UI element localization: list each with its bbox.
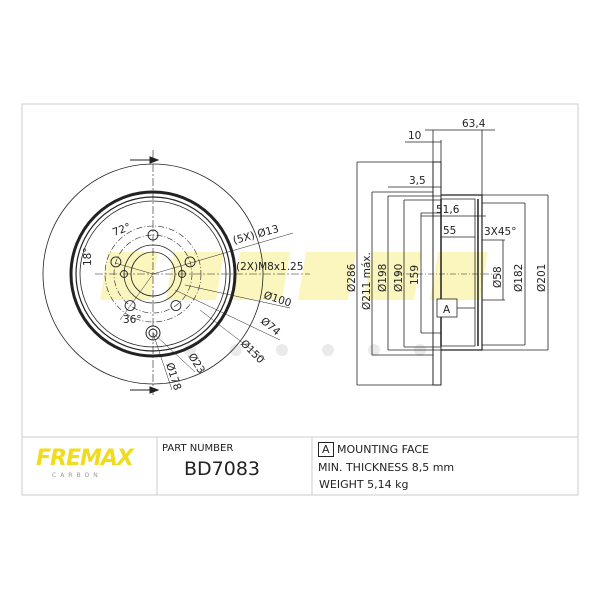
watermark-sub-mark: [368, 344, 380, 356]
label-angle72: 72°: [111, 221, 133, 239]
bolt-hole: [170, 300, 182, 312]
label-chamfer: 3X45°: [484, 226, 516, 238]
label-d159: 159: [409, 265, 421, 285]
part-number: BD7083: [184, 458, 261, 480]
watermark-sub-mark: [230, 344, 242, 356]
label-d286: Ø286: [346, 263, 358, 292]
label-d150: Ø150: [238, 338, 267, 367]
label-holes: (5X) Ø13: [232, 223, 281, 247]
bolt-hole: [184, 256, 196, 268]
label-w35: 3,5: [409, 175, 426, 187]
watermark-letter-block: [232, 252, 290, 300]
watermark-letter-block: [364, 252, 422, 300]
label-d23: Ø23: [185, 351, 207, 376]
label-d74: Ø74: [258, 315, 283, 338]
label-w516: 51,6: [436, 204, 460, 216]
datum-a-label: A: [443, 304, 451, 316]
label-w55: 55: [443, 225, 456, 237]
watermark-letter-block: [100, 252, 158, 300]
label-angle18: 18°: [82, 247, 94, 266]
datum-a-box: A: [318, 442, 334, 457]
mounting-face-note: A MOUNTING FACE: [318, 442, 429, 457]
fremax-logo: FREMAX: [36, 446, 134, 471]
drawing-frame: [21, 103, 579, 496]
front-view: [42, 150, 310, 395]
label-d201: Ø201: [536, 264, 548, 292]
label-d178: Ø178: [163, 361, 183, 392]
watermark-letter-block: [298, 252, 356, 300]
mounting-face-text: MOUNTING FACE: [337, 443, 429, 456]
label-w634: 63,4: [462, 118, 486, 130]
min-thickness: MIN. THICKNESS 8,5 mm: [318, 461, 455, 474]
label-w10: 10: [408, 130, 421, 142]
label-d190: Ø190: [393, 264, 405, 292]
label-threads: (2X)M8x1.25: [236, 261, 303, 273]
weight: WEIGHT 5,14 kg: [319, 478, 409, 491]
part-number-label: PART NUMBER: [162, 443, 234, 454]
label-d198: Ø198: [377, 264, 389, 292]
label-angle36: 36°: [123, 314, 142, 326]
label-d182: Ø182: [513, 264, 525, 292]
watermark-sub-mark: [322, 344, 334, 356]
label-d58: Ø58: [492, 266, 504, 288]
label-d211: Ø211 máx.: [361, 252, 373, 310]
watermark-sub-mark: [276, 344, 288, 356]
side-view: [356, 129, 549, 386]
label-d100: Ø100: [262, 289, 293, 309]
fremax-logo-sub: CARBON: [52, 472, 102, 479]
bolt-hole: [110, 256, 122, 268]
bolt-hole: [124, 300, 136, 312]
watermark-letter-block: [430, 252, 488, 300]
